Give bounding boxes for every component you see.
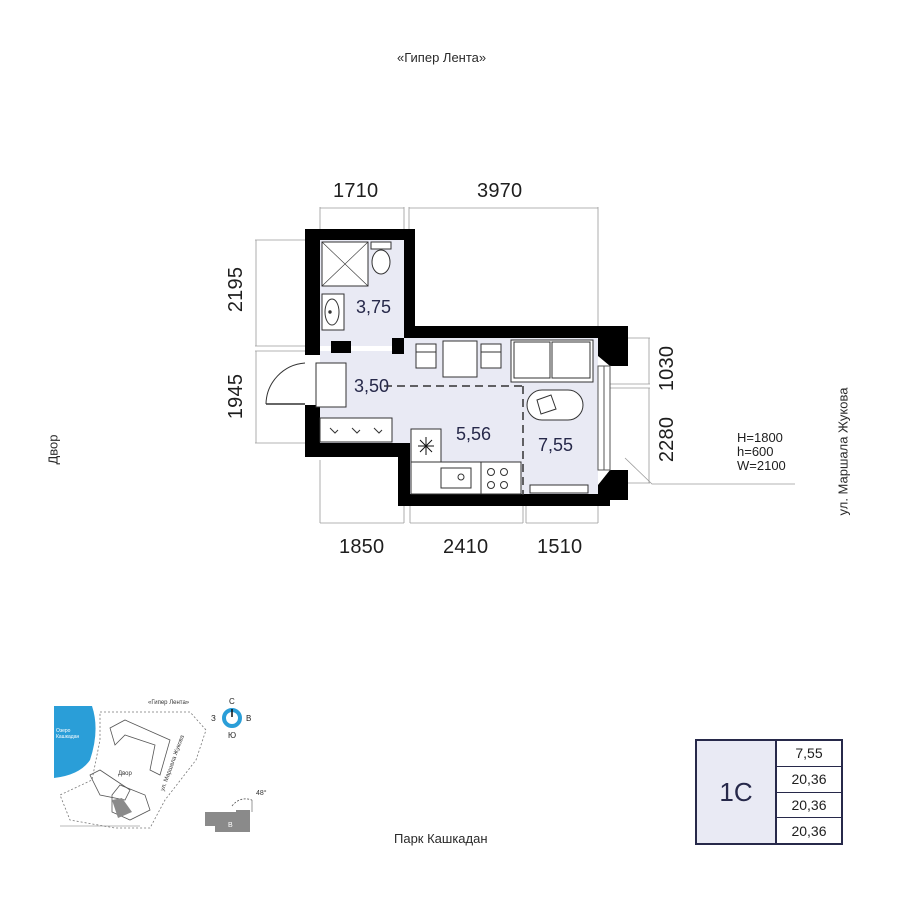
entry-door	[265, 362, 306, 405]
street-top-label: «Гипер Лента»	[397, 50, 487, 65]
dim-top-1: 1710	[333, 180, 379, 202]
compass-south: Ю	[228, 731, 237, 740]
window-width: W=2100	[737, 458, 786, 473]
compass-east: В	[246, 714, 252, 723]
window-height: H=1800	[737, 430, 783, 445]
dim-bottom-3: 1510	[537, 536, 583, 558]
site-section-label: В	[228, 822, 233, 829]
site-lake-label: Озеро Кашкадан	[56, 728, 80, 740]
area-value: 7,55	[777, 741, 841, 767]
hallway-furniture	[315, 362, 393, 443]
walls	[305, 229, 628, 506]
street-bottom-label: Парк Кашкадан	[394, 831, 488, 846]
room-area-hallway: 3,50	[354, 376, 390, 396]
compass-north: С	[229, 697, 235, 706]
compass-west: З	[211, 714, 216, 723]
apartment-type: 1С	[697, 741, 777, 843]
area-value: 20,36	[777, 793, 841, 819]
window-spec: H=1800 h=600 W=2100	[737, 431, 786, 473]
room-area-bathroom: 3,75	[356, 297, 392, 317]
dim-bottom-2: 2410	[443, 536, 489, 558]
room-area-kitchen: 5,56	[456, 424, 492, 444]
dining-set	[415, 340, 502, 378]
dim-top-2: 3970	[477, 180, 523, 202]
window	[597, 365, 611, 471]
snowflake-icon	[418, 437, 434, 455]
zone-divider	[384, 385, 524, 495]
site-yard-label: Двор	[118, 771, 132, 777]
living-furniture	[510, 339, 594, 494]
compass-angle: 48°	[256, 790, 267, 797]
bathroom-fixtures	[321, 241, 392, 331]
area-value: 20,36	[777, 767, 841, 793]
area-value: 20,36	[791, 822, 827, 839]
site-top-label: «Гипер Лента»	[148, 700, 190, 706]
dim-bottom-1: 1850	[339, 536, 385, 558]
room-area-living: 7,55	[538, 435, 574, 455]
area-values: 7,55 20,36 20,36 20,36	[777, 741, 841, 843]
window-sill-height: h=600	[737, 444, 774, 459]
apartment-summary: 1С 7,55 20,36 20,36 20,36	[695, 739, 843, 845]
kitchen-units	[410, 428, 522, 495]
